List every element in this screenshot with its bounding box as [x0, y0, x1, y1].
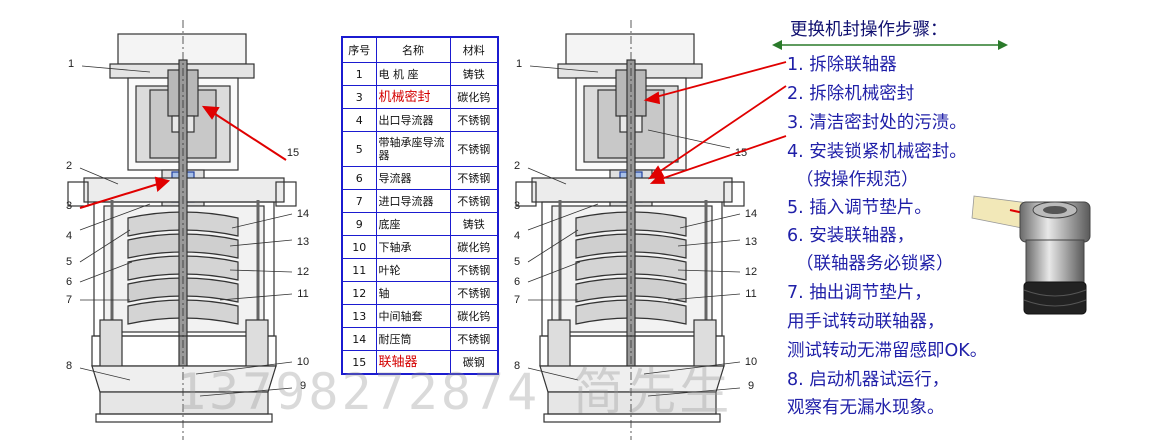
step-line: 1. 拆除联轴器 [787, 55, 897, 75]
row-material: 碳钢 [449, 350, 499, 375]
step-line: 4. 安装锁紧机械密封。 [787, 142, 967, 162]
parts-table: 序号 名称 材料 1 电 机 座 铸铁 3 机械密封 碳化钨 4 出口导流器 不… [341, 36, 499, 375]
row-material: 不锈钢 [449, 258, 499, 282]
callout-6-right: 6 [513, 276, 521, 288]
callout-3-right: 3 [513, 200, 521, 212]
row-no: 9 [341, 212, 377, 236]
table-row: 14 耐压筒 不锈钢 [341, 327, 499, 351]
row-name: 电 机 座 [375, 62, 451, 86]
row-no: 7 [341, 189, 377, 213]
row-no: 14 [341, 327, 377, 351]
table-row: 6 导流器 不锈钢 [341, 166, 499, 190]
row-name: 导流器 [375, 166, 451, 190]
table-row: 5 带轴承座导流器 不锈钢 [341, 131, 499, 167]
mechanical-seal-photo [971, 195, 1091, 315]
row-no: 3 [341, 85, 377, 109]
step-line: 5. 插入调节垫片。 [787, 198, 932, 218]
row-material: 铸铁 [449, 212, 499, 236]
row-material: 不锈钢 [449, 327, 499, 351]
row-no: 5 [341, 131, 377, 167]
callout-9-right: 9 [747, 380, 755, 392]
callout-11-right: 11 [745, 288, 757, 300]
callout-9-left: 9 [299, 380, 307, 392]
row-name: 联轴器 [375, 350, 451, 375]
row-no: 6 [341, 166, 377, 190]
callout-2-left: 2 [65, 160, 73, 172]
callout-12-right: 12 [744, 266, 758, 278]
callout-15-left: 15 [286, 147, 300, 159]
callout-14-right: 14 [744, 208, 758, 220]
callout-13-right: 13 [744, 236, 758, 248]
step-line: 7. 抽出调节垫片， [787, 283, 932, 303]
callout-12-left: 12 [296, 266, 310, 278]
table-row: 13 中间轴套 碳化钨 [341, 304, 499, 328]
row-no: 13 [341, 304, 377, 328]
header-name: 名称 [375, 36, 451, 63]
step-line: 2. 拆除机械密封 [787, 84, 915, 104]
watermark-text: 13798272874 简先生 [176, 363, 733, 421]
step-line: 观察有无漏水现象。 [787, 398, 945, 418]
callout-11-left: 11 [297, 288, 309, 300]
callout-6-left: 6 [65, 276, 73, 288]
callout-10-right: 10 [744, 356, 758, 368]
step-line: 3. 清洁密封处的污渍。 [787, 113, 967, 133]
callout-3-left: 3 [65, 200, 73, 212]
row-name: 轴 [375, 281, 451, 305]
callout-1-left: 1 [67, 58, 75, 70]
step-line: （联轴器务必锁紧） [796, 254, 954, 274]
callout-4-left: 4 [65, 230, 73, 242]
table-row: 4 出口导流器 不锈钢 [341, 108, 499, 132]
step-line: 测试转动无滞留感即OK。 [787, 341, 988, 361]
row-name: 叶轮 [375, 258, 451, 282]
table-row: 1 电 机 座 铸铁 [341, 62, 499, 86]
row-name: 出口导流器 [375, 108, 451, 132]
row-material: 不锈钢 [449, 281, 499, 305]
callout-8-right: 8 [513, 360, 521, 372]
row-material: 碳化钨 [449, 235, 499, 259]
row-no: 1 [341, 62, 377, 86]
row-name: 底座 [375, 212, 451, 236]
callout-5-right: 5 [513, 256, 521, 268]
step-line: （按操作规范） [796, 170, 919, 190]
callout-1-right: 1 [515, 58, 523, 70]
row-no: 10 [341, 235, 377, 259]
row-name: 机械密封 [375, 85, 451, 109]
table-row: 12 轴 不锈钢 [341, 281, 499, 305]
step-line: 8. 启动机器试运行， [787, 370, 950, 390]
row-no: 4 [341, 108, 377, 132]
steps-title-underline-arrow [772, 40, 1008, 50]
callout-10-left: 10 [296, 356, 310, 368]
row-no: 12 [341, 281, 377, 305]
row-no: 11 [341, 258, 377, 282]
row-material: 碳化钨 [449, 304, 499, 328]
step-line: 用手试转动联轴器， [787, 312, 945, 332]
header-no: 序号 [341, 36, 377, 63]
pump-diagram-left [67, 20, 297, 440]
callout-2-right: 2 [513, 160, 521, 172]
step-pointer-lines [643, 61, 787, 184]
table-row: 10 下轴承 碳化钨 [341, 235, 499, 259]
row-name: 下轴承 [375, 235, 451, 259]
row-name: 中间轴套 [375, 304, 451, 328]
row-no: 15 [341, 350, 377, 375]
table-row: 15 联轴器 碳钢 [341, 350, 499, 375]
row-name: 耐压筒 [375, 327, 451, 351]
callout-8-left: 8 [65, 360, 73, 372]
callout-7-right: 7 [513, 294, 521, 306]
table-row: 9 底座 铸铁 [341, 212, 499, 236]
callout-5-left: 5 [65, 256, 73, 268]
step-line: 6. 安装联轴器， [787, 226, 915, 246]
row-name: 带轴承座导流器 [375, 131, 451, 167]
callout-4-right: 4 [513, 230, 521, 242]
callout-13-left: 13 [296, 236, 310, 248]
pump-diagram-right [515, 20, 745, 440]
steps-title: 更换机封操作步骤： [790, 20, 948, 40]
callout-7-left: 7 [65, 294, 73, 306]
row-name: 进口导流器 [375, 189, 451, 213]
callout-14-left: 14 [296, 208, 310, 220]
